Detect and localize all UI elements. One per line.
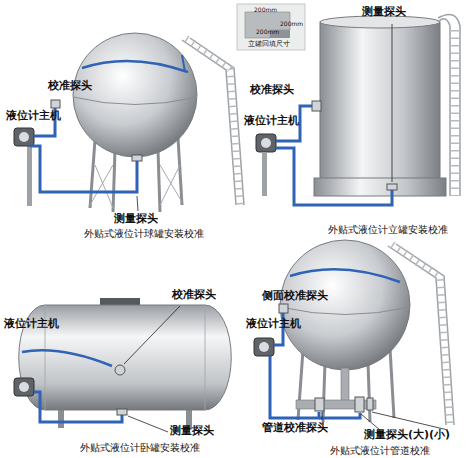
probe-label: 测量探头: [170, 425, 214, 438]
dimension-label: 200mm: [256, 29, 279, 36]
probe-label: 校准探头: [250, 84, 294, 97]
host-label: 液位计主机: [246, 318, 301, 331]
probe-label: 校准探头: [172, 289, 216, 302]
host-label: 液位计主机: [4, 318, 59, 331]
dimension-label: 200mm: [254, 7, 277, 14]
probe-label: 测量探头: [114, 213, 158, 226]
probe-label: 测量探头(大)(小): [364, 429, 450, 442]
dimension-label: 200mm: [280, 21, 303, 28]
host-label: 液位计主机: [6, 110, 61, 123]
panel-caption: 外贴式液位计卧罐安装校准: [80, 442, 200, 454]
host-label: 液位计主机: [244, 115, 299, 128]
probe-label: 测量探头: [362, 6, 406, 19]
probe-label: 管道校准探头: [262, 422, 328, 435]
panel-caption: 外贴式液位计管道校准: [330, 445, 430, 457]
panel-caption: 外贴式液位计球罐安装校准: [84, 228, 204, 240]
panel-caption: 外贴式液位计立罐安装校准: [328, 224, 448, 236]
inset-caption: 立罐回填尺寸: [248, 40, 290, 48]
probe-label: 侧面校准探头: [262, 290, 328, 303]
probe-label: 校准探头: [48, 80, 92, 93]
